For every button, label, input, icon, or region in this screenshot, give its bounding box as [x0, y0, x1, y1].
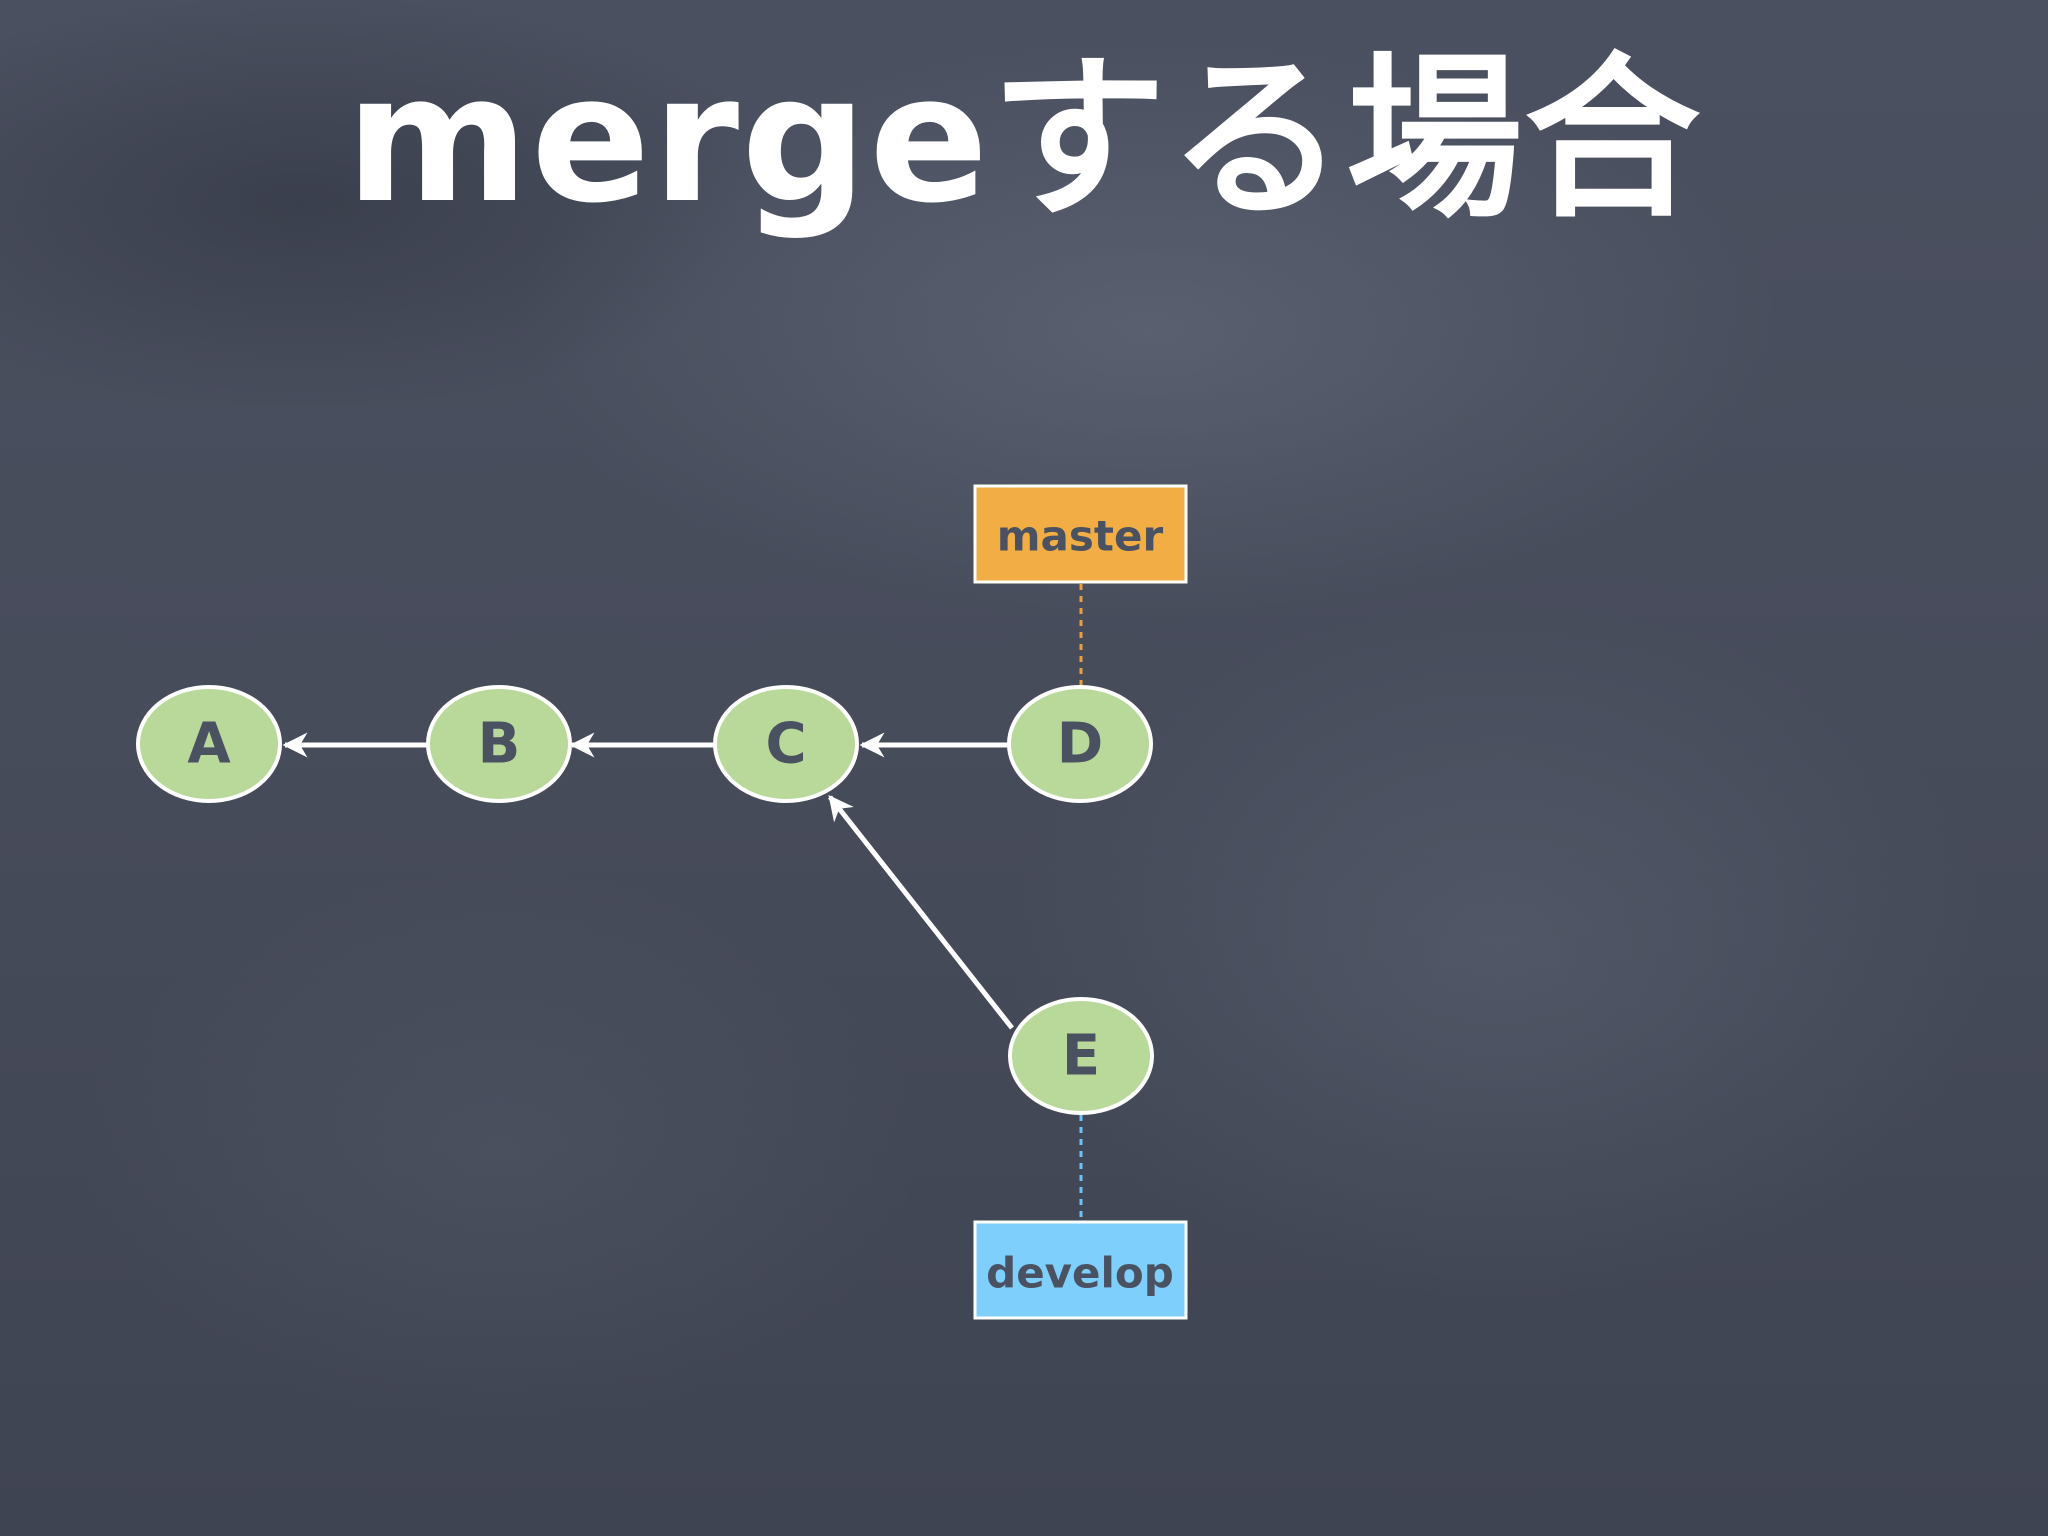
branch-label-develop: develop — [973, 1220, 1188, 1320]
commit-label-b: B — [478, 712, 521, 777]
commit-node-d: D — [1007, 685, 1153, 803]
commit-label-e: E — [1062, 1024, 1100, 1089]
branch-label-master: master — [973, 484, 1188, 584]
commit-label-c: C — [765, 712, 806, 777]
commit-node-c: C — [713, 685, 859, 803]
commit-label-d: D — [1057, 712, 1103, 777]
slide-title: mergeする場合 — [345, 37, 1703, 242]
commit-node-b: B — [426, 685, 572, 803]
commit-node-a: A — [136, 685, 282, 803]
edge-e-to-c — [828, 795, 1014, 1030]
branch-text-develop: develop — [986, 1249, 1174, 1298]
commit-node-e: E — [1008, 997, 1154, 1115]
branch-text-master: master — [997, 512, 1164, 561]
commit-label-a: A — [187, 712, 231, 777]
